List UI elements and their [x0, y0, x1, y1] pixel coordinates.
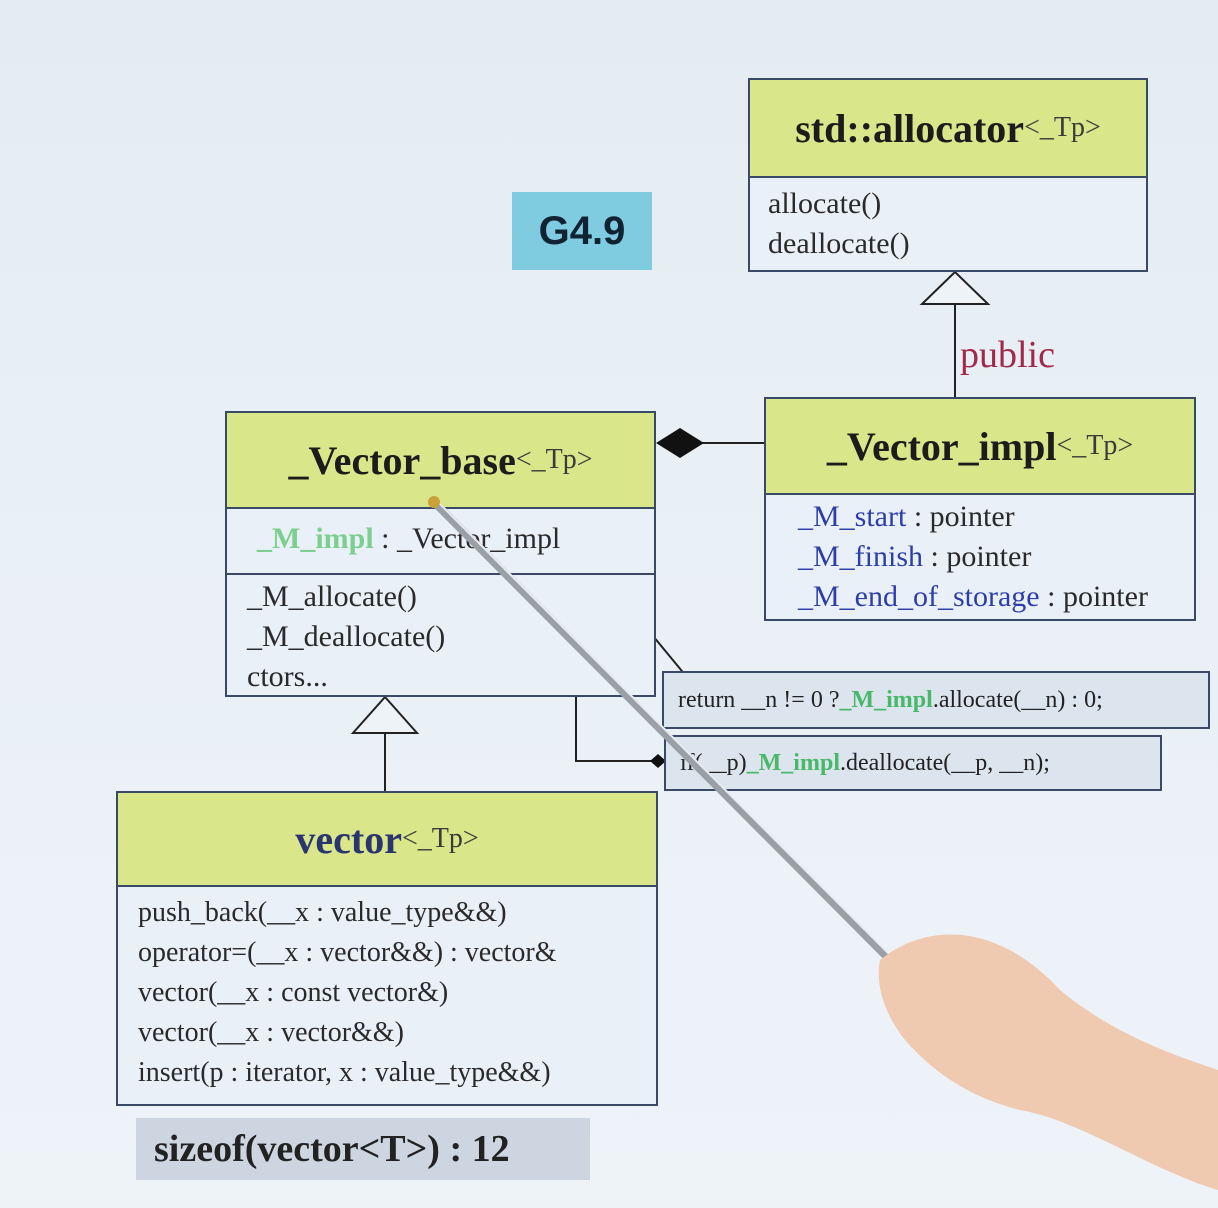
method-row: ctors... [247, 660, 328, 693]
field-type: : pointer [913, 500, 1015, 533]
method-row: vector(__x : vector&&) [138, 1017, 404, 1048]
vector-impl-header: _Vector_impl<_Tp> [766, 399, 1194, 495]
vector-name: vector [295, 816, 402, 862]
version-badge: G4.9 [512, 192, 652, 270]
field-type: : pointer [1047, 580, 1148, 613]
field-name: _M_end_of_storage [798, 580, 1040, 613]
allocate-code: return __n != 0 ? _M_impl.allocate(__n) … [662, 671, 1210, 729]
vector-header: vector<_Tp> [118, 793, 656, 887]
allocator-name: std::allocator [795, 105, 1025, 151]
vector-methods: push_back(__x : value_type&&) operator=(… [118, 887, 656, 1093]
field-row: _M_start : pointer [798, 497, 1194, 537]
field-name: _M_start [798, 500, 907, 533]
vector-base-name: _Vector_base [288, 437, 516, 483]
method-row: operator=(__x : vector&&) : vector& [138, 937, 557, 968]
field-name: _M_finish [798, 540, 924, 573]
vector-tparam: <_Tp> [401, 823, 479, 854]
field-row: _M_end_of_storage : pointer [798, 577, 1194, 617]
composition-diamond [656, 428, 704, 458]
allocator-method: deallocate() [768, 227, 910, 260]
allocator-tparam: <_Tp> [1024, 112, 1101, 143]
hand [878, 934, 1218, 1190]
vector-class: vector<_Tp> push_back(__x : value_type&&… [116, 791, 658, 1106]
member-name: _M_impl [257, 522, 374, 555]
vector-impl-tparam: <_Tp> [1056, 430, 1134, 461]
vector-impl-name: _Vector_impl [826, 423, 1057, 469]
deallocate-code-member: _M_impl [746, 749, 840, 776]
method-row: _M_allocate() [247, 580, 417, 613]
field-row: _M_finish : pointer [798, 537, 1194, 577]
vector-base-methods: _M_allocate() _M_deallocate() ctors... [227, 573, 654, 697]
allocate-code-prefix: return __n != 0 ? [678, 686, 840, 713]
impl-inherit-arrow [919, 270, 991, 305]
pointer-stick-highlight [435, 499, 906, 971]
deallocate-code-suffix: .deallocate(__p, __n); [839, 749, 1050, 776]
vector-impl-fields: _M_start : pointer _M_finish : pointer _… [766, 495, 1194, 617]
allocate-code-suffix: .allocate(__n) : 0; [932, 686, 1103, 713]
sizeof-note: sizeof(vector<T>) : 12 [136, 1118, 590, 1180]
deallocate-code: if(__p) _M_impl.deallocate(__p, __n); [664, 735, 1162, 791]
vector-inherit-arrow [350, 695, 420, 734]
allocate-code-member: _M_impl [839, 686, 933, 713]
allocator-class: std::allocator<_Tp> allocate() deallocat… [748, 78, 1148, 272]
allocator-methods: allocate() deallocate() [750, 178, 1146, 270]
vector-base-header: _Vector_base<_Tp> [227, 413, 654, 509]
allocator-header: std::allocator<_Tp> [750, 80, 1146, 178]
deallocate-link-end [650, 754, 666, 768]
method-row: push_back(__x : value_type&&) [138, 897, 507, 928]
pointer-tip [428, 496, 440, 508]
field-type: : pointer [930, 540, 1032, 573]
vector-impl-class: _Vector_impl<_Tp> _M_start : pointer _M_… [764, 397, 1196, 621]
method-row: insert(p : iterator, x : value_type&&) [138, 1057, 551, 1088]
vector-base-tparam: <_Tp> [515, 444, 593, 475]
pointer-stick [430, 498, 909, 979]
public-label: public [960, 334, 1055, 376]
allocator-method: allocate() [768, 187, 882, 220]
method-row: vector(__x : const vector&) [138, 977, 449, 1008]
method-row: _M_deallocate() [247, 620, 446, 653]
